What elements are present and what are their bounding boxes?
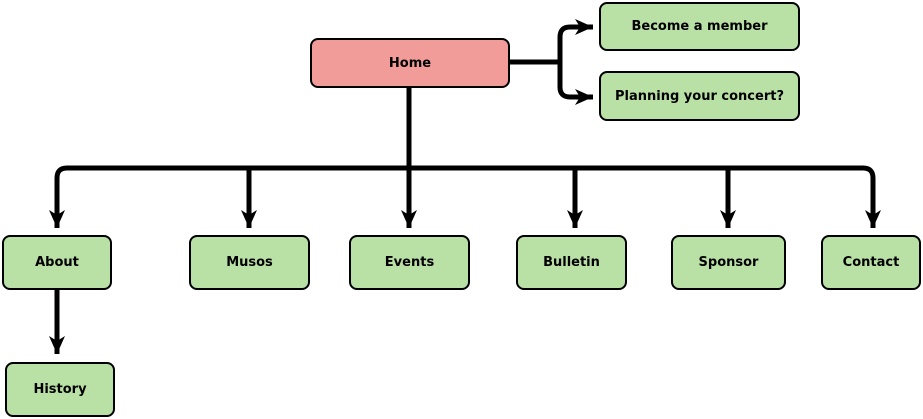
edge-to-planning-concert [557, 62, 593, 105]
node-sponsor: Sponsor [671, 235, 786, 290]
node-bulletin: Bulletin [516, 235, 627, 290]
node-history: History [5, 362, 115, 417]
node-musos: Musos [189, 235, 310, 290]
node-events: Events [349, 235, 470, 290]
edge-sections-bus [54, 165, 881, 228]
node-about: About [2, 235, 112, 290]
node-home: Home [310, 38, 510, 88]
node-planning-concert: Planning your concert? [599, 71, 800, 121]
edge-to-become-member [557, 19, 593, 62]
node-become-member: Become a member [599, 2, 800, 51]
node-contact: Contact [821, 235, 921, 290]
